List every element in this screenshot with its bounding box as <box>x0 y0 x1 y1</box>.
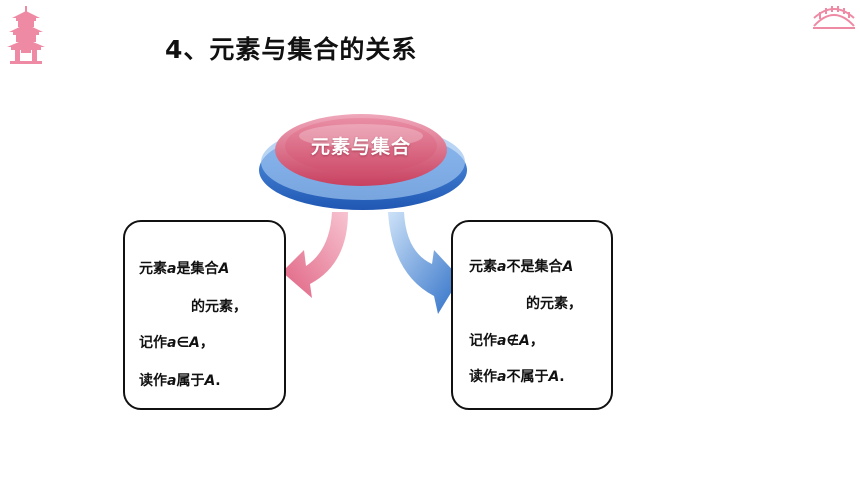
left-line-3: 记作a∈A， <box>139 335 214 351</box>
center-oval-shape <box>259 114 467 210</box>
arrow-left-icon <box>282 212 348 298</box>
pagoda-icon <box>7 6 45 64</box>
left-line-4: 读作a属于A. <box>139 373 221 389</box>
left-line-1: 元素a是集合A <box>139 261 230 277</box>
center-oval-button[interactable]: 元素与集合 <box>258 96 472 214</box>
right-line-2: 的元素， <box>526 296 582 312</box>
center-label: 元素与集合 <box>310 136 411 158</box>
arrow-right-icon <box>388 212 460 314</box>
left-line-2: 的元素， <box>191 299 247 315</box>
right-info-box: 元素a不是集合A 的元素， 记作a∉A， 读作a不属于A. <box>451 220 613 410</box>
right-line-3: 记作a∉A， <box>469 333 544 349</box>
left-info-box: 元素a是集合A 的元素， 记作a∈A， 读作a属于A. <box>123 220 286 410</box>
right-line-4: 读作a不属于A. <box>469 369 565 385</box>
right-line-1: 元素a不是集合A <box>469 259 574 275</box>
page-title: 4、元素与集合的关系 <box>165 35 418 64</box>
bridge-icon <box>813 6 855 29</box>
